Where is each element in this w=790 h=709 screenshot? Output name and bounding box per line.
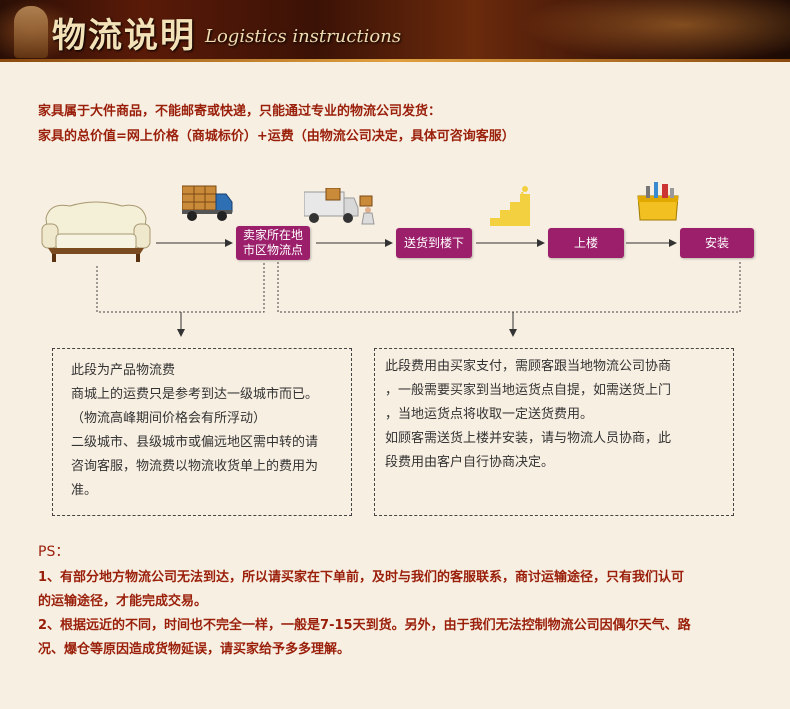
ps-item-1-line-1: 1、有部分地方物流公司无法到达，所以请买家在下单前，及时与我们的客服联系，商讨运… xyxy=(38,570,685,585)
toolbox-icon xyxy=(637,182,679,221)
info-box-product-freight: 此段为产品物流费 商城上的运费只是参考到达一级城市而已。 （物流高峰期间价格会有… xyxy=(52,348,352,516)
banner-glow-right xyxy=(520,0,790,62)
ps-title: PS： xyxy=(38,544,70,560)
bracket-left xyxy=(96,262,265,313)
info-left-line: 商城上的运费只是参考到达一级城市而已。 xyxy=(71,387,319,402)
banner-title: 物流说明 xyxy=(52,16,196,56)
info-left-line: 二级城市、县级城市或偏远地区需中转的请 xyxy=(71,435,319,450)
step-upstairs: 上楼 xyxy=(548,228,624,258)
ps-item-1-line-2: 的运输途径，才能完成交易。 xyxy=(38,594,208,609)
info-left-line: 咨询客服，物流费以物流收货单上的费用为 xyxy=(71,459,319,474)
step-seller-logistics-point: 卖家所在地市区物流点 xyxy=(236,226,310,260)
info-right-line: ，当地运货点将收取一定送货费用。 xyxy=(385,407,594,422)
info-box-buyer-costs: 此段费用由买家支付，需顾客跟当地物流公司协商 ，一般需要买家到当地运货点自提，如… xyxy=(374,348,734,516)
step1-text: 卖家所在地市区物流点 xyxy=(243,228,303,258)
info-right-line: 段费用由客户自行协商决定。 xyxy=(385,455,555,470)
ps-item-2-line-1: 2、根据远近的不同，时间也不完全一样，一般是7-15天到货。另外，由于我们无法控… xyxy=(38,618,691,633)
info-right-line: ，一般需要买家到当地运货点自提，如需送货上门 xyxy=(385,383,672,398)
step-deliver-downstairs: 送货到楼下 xyxy=(396,228,472,258)
info-right-line: 此段费用由买家支付，需顾客跟当地物流公司协商 xyxy=(385,359,672,374)
stairs-icon xyxy=(490,186,530,226)
info-right-line: 如顾客需送货上楼并安装，请与物流人员协商，此 xyxy=(385,431,672,446)
intro-line-1: 家具属于大件商品，不能邮寄或快递，只能通过专业的物流公司发货： xyxy=(38,104,442,119)
bracket-right xyxy=(277,260,741,313)
delivery-van-icon xyxy=(304,188,375,225)
step1-line1: 卖家所在地 xyxy=(242,228,303,242)
step-install: 安装 xyxy=(680,228,754,258)
banner-divider xyxy=(0,59,790,62)
header-banner: 物流说明 Logistics instructions xyxy=(0,0,790,62)
info-left-line: （物流高峰期间价格会有所浮动） xyxy=(71,411,267,426)
truck-icon xyxy=(182,185,233,221)
info-left-line: 此段为产品物流费 xyxy=(71,363,176,378)
step1-line2: 市区物流点 xyxy=(242,243,303,257)
ps-item-2-line-2: 况、爆仓等原因造成货物延误，请买家给予多多理解。 xyxy=(38,642,351,657)
info-left-line: 准。 xyxy=(71,483,98,498)
statue-icon xyxy=(14,6,48,58)
intro-line-2: 家具的总价值=网上价格（商城标价）+运费（由物流公司决定，具体可咨询客服） xyxy=(38,129,515,144)
sofa-icon xyxy=(41,201,151,262)
banner-subtitle: Logistics instructions xyxy=(205,26,402,47)
